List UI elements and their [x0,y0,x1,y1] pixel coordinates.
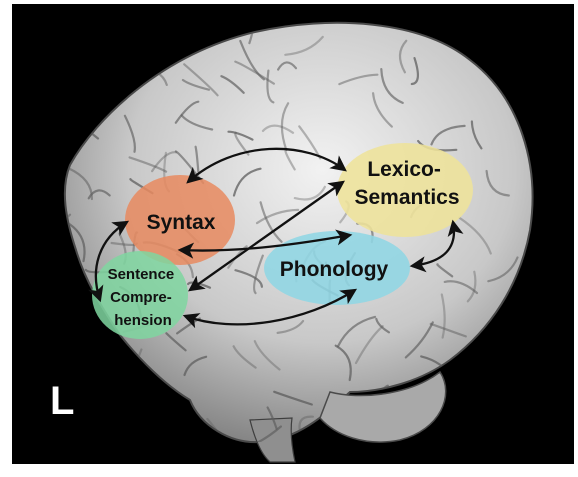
sentence-label-line-3: hension [114,312,172,329]
hemisphere-label: L [50,379,74,423]
lexico-label-line-1: Lexico- [367,158,441,181]
phonology-label: Phonology [280,258,389,281]
sentence-comprehension-label: Sentence Compre- hension [108,266,179,329]
syntax-label: Syntax [147,211,216,234]
sentence-label-line-1: Sentence [108,266,175,283]
lexico-label-line-2: Semantics [354,186,459,209]
sentence-label-line-2: Compre- [110,289,172,306]
